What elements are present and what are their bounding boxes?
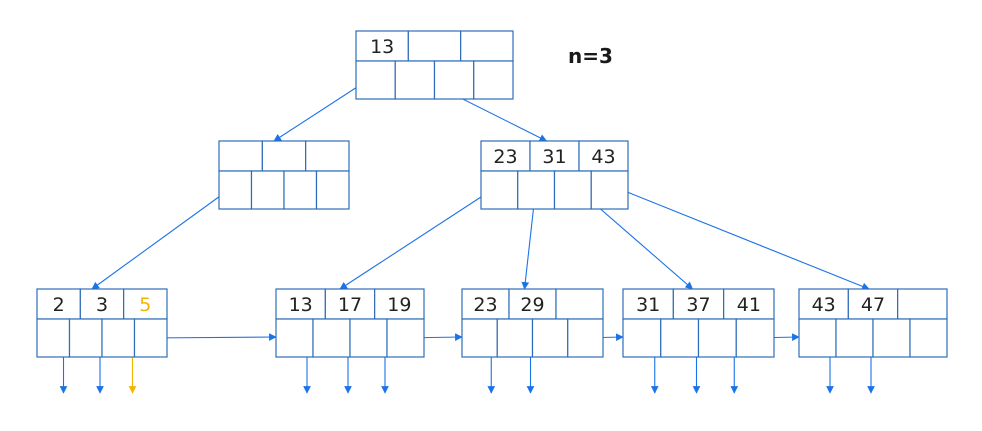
- key-value: 17: [338, 294, 362, 316]
- key-cell: [798, 288, 849, 320]
- pointer-cell: [517, 170, 556, 210]
- pointer-cell: [835, 318, 874, 358]
- pointer-cell: [355, 60, 396, 100]
- pointer-cell: [697, 318, 737, 358]
- key-cell: [218, 140, 263, 172]
- pointer-cell: [133, 318, 168, 358]
- key-value: 41: [737, 294, 761, 316]
- pointer-cell: [480, 170, 519, 210]
- key-value: 43: [591, 146, 615, 168]
- key-value: 37: [686, 294, 710, 316]
- pointer-cell: [275, 318, 314, 358]
- tree-pointer-edge: [339, 184, 500, 290]
- key-cell: [897, 288, 948, 320]
- key-value: 23: [493, 146, 517, 168]
- key-value: 31: [636, 294, 660, 316]
- key-cell: [79, 288, 125, 320]
- key-cell: [480, 140, 531, 172]
- pointer-cell: [349, 318, 388, 358]
- key-cell: [407, 30, 462, 62]
- node-leaf-1: 2 3 5: [36, 288, 168, 358]
- key-cell: [508, 288, 557, 320]
- key-cell: [275, 288, 326, 320]
- node-leaf-2: 13 17 19: [275, 288, 425, 358]
- tree-pointer-edge: [609, 184, 870, 290]
- pointer-cell: [531, 318, 569, 358]
- pointer-cell: [433, 60, 475, 100]
- key-value: 19: [387, 294, 411, 316]
- key-value: 3: [96, 294, 108, 316]
- pointer-cell: [312, 318, 351, 358]
- key-value: 47: [861, 294, 885, 316]
- pointer-cell: [909, 318, 948, 358]
- key-cell: [555, 288, 604, 320]
- pointer-cell: [660, 318, 700, 358]
- pointer-cell: [101, 318, 136, 358]
- key-cell: [461, 288, 510, 320]
- pointer-cell: [36, 318, 71, 358]
- pointer-cell: [872, 318, 911, 358]
- pointer-cell: [250, 170, 285, 210]
- key-cell: [355, 30, 409, 62]
- key-cell: [529, 140, 580, 172]
- key-cell: [324, 288, 376, 320]
- key-cell: [847, 288, 899, 320]
- node-leaf-3: 23 29: [461, 288, 604, 358]
- pointer-cell: [496, 318, 534, 358]
- pointer-cell: [735, 318, 775, 358]
- key-value: 2: [53, 294, 65, 316]
- order-label: n=3: [568, 44, 613, 68]
- pointer-cell: [68, 318, 103, 358]
- node-leaf-4: 31 37 41: [622, 288, 775, 358]
- node-leaf-5: 43 47: [798, 288, 948, 358]
- pointer-cell: [798, 318, 837, 358]
- pointer-cell: [386, 318, 425, 358]
- key-value: 29: [520, 294, 544, 316]
- key-value: 43: [812, 294, 836, 316]
- key-value: 31: [542, 146, 566, 168]
- key-cell: [622, 288, 674, 320]
- key-value: 5: [139, 294, 151, 316]
- pointer-cell: [553, 170, 592, 210]
- pointer-cell: [218, 170, 253, 210]
- key-cell: [460, 30, 514, 62]
- tree-pointer-edge: [91, 184, 236, 290]
- key-value: 13: [289, 294, 313, 316]
- node-internal-left: [218, 140, 350, 210]
- pointer-cell: [567, 318, 604, 358]
- pointer-cell: [590, 170, 629, 210]
- key-cell: [261, 140, 307, 172]
- key-cell: [578, 140, 629, 172]
- pointer-cell: [461, 318, 498, 358]
- key-value: 23: [473, 294, 497, 316]
- key-value: 13: [370, 36, 394, 58]
- node-root: 13: [355, 30, 514, 100]
- pointer-cell: [315, 170, 350, 210]
- pointer-cell: [394, 60, 436, 100]
- key-cell: [123, 288, 168, 320]
- node-internal-right: 23 31 43: [480, 140, 629, 210]
- key-cell: [672, 288, 725, 320]
- pointer-cell: [473, 60, 514, 100]
- pointer-cell: [283, 170, 318, 210]
- pointer-cell: [622, 318, 662, 358]
- key-cell: [374, 288, 425, 320]
- key-cell: [305, 140, 350, 172]
